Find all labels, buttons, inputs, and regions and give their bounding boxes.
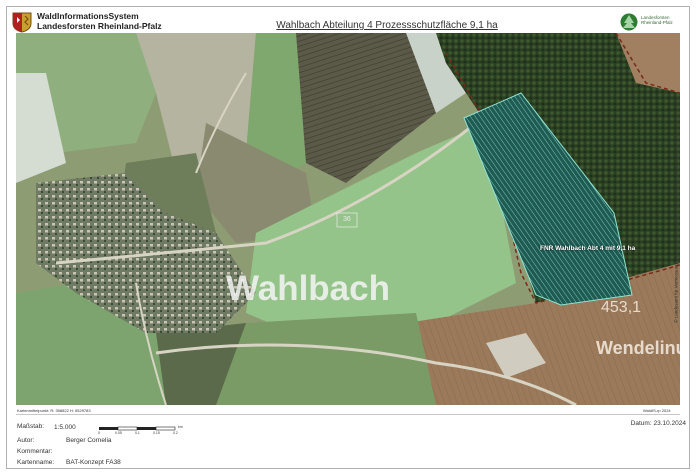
date-value: 23.10.2024 [653, 420, 686, 427]
org-subtitle: Landesforsten Rheinland-Pfalz [37, 21, 162, 31]
scale-label: Maßstab: [17, 423, 45, 430]
map-center-coordinates: Kartenmittelpunkt: R: 398822 H: 5529783 [17, 408, 91, 413]
landesforsten-logo: Landesforsten Rheinland-Pfalz [619, 13, 679, 31]
field-white [16, 73, 66, 183]
scale-unit: km [178, 425, 183, 429]
scale-tick-0: 0 [98, 431, 100, 435]
field-sw-dark [156, 323, 246, 405]
scale-tick-1: 0.05 [115, 431, 122, 435]
road-main [55, 121, 477, 265]
aerial-map[interactable]: Wahlbach Wendelinushof 453,1 36 FNR Wahl… [16, 33, 680, 405]
org-title: WaldInformationsSystem [37, 11, 139, 21]
map-title: Wahlbach Abteilung 4 Prozessschutzfläche… [276, 20, 498, 31]
scale-value: 1:5.000 [54, 424, 76, 431]
map-name-label: Kartenname: [17, 459, 55, 466]
date-label: Datum: [630, 420, 652, 427]
author-label: Autor: [17, 437, 35, 444]
tree-logo-icon [620, 13, 638, 31]
farm-name-label: Wendelinushof [596, 338, 680, 358]
place-name-label: Wahlbach [226, 269, 390, 308]
logo-text-line1: Landesforsten [641, 15, 670, 20]
copyright-credit: © Landesamt für Vermessung und Geobasisi… [673, 99, 679, 323]
field-south-green [196, 313, 436, 405]
scale-bar: 0 0.05 0.1 0.15 0.2 km [96, 425, 196, 437]
forest-clearing [616, 33, 680, 93]
coat-of-arms-icon [12, 12, 32, 33]
road-marker-box [336, 212, 358, 228]
protection-area-label: FNR Wahlbach Abt 4 mit 9,1 ha [540, 245, 636, 252]
field-sw [16, 283, 166, 405]
farm-buildings [486, 333, 546, 378]
logo-text: Landesforsten Rheinland-Pfalz [641, 15, 673, 25]
forest-boundary-line-ne [615, 33, 680, 94]
road-marker-label: 36 [343, 216, 351, 223]
map-name-value: BAT-Konzept FA38 [66, 459, 121, 466]
scale-bar-graphic [99, 426, 176, 431]
footer-divider [16, 414, 680, 415]
road-north [195, 72, 247, 174]
village-wahlbach [36, 173, 256, 333]
field-striped [296, 33, 436, 183]
waldis-version: WaldIS-rp 2024 [643, 408, 671, 413]
elevation-label: 453,1 [601, 299, 642, 316]
comment-label: Kommentar: [17, 448, 53, 455]
header: WaldInformationsSystem Landesforsten Rhe… [7, 7, 689, 37]
road-sw [135, 282, 167, 405]
scale-tick-4: 0.2 [173, 431, 178, 435]
protection-area[interactable] [463, 92, 633, 306]
field-brown [196, 123, 316, 243]
logo-text-line2: Rheinland-Pfalz [641, 20, 673, 25]
scale-tick-3: 0.15 [153, 431, 160, 435]
aerial-map-canvas [16, 33, 680, 405]
field-large-green [246, 123, 516, 343]
scale-tick-2: 0.1 [135, 431, 140, 435]
road-south [155, 343, 577, 405]
author-value: Berger Cornelia [66, 437, 112, 444]
date: Datum: 23.10.2024 [631, 420, 686, 427]
